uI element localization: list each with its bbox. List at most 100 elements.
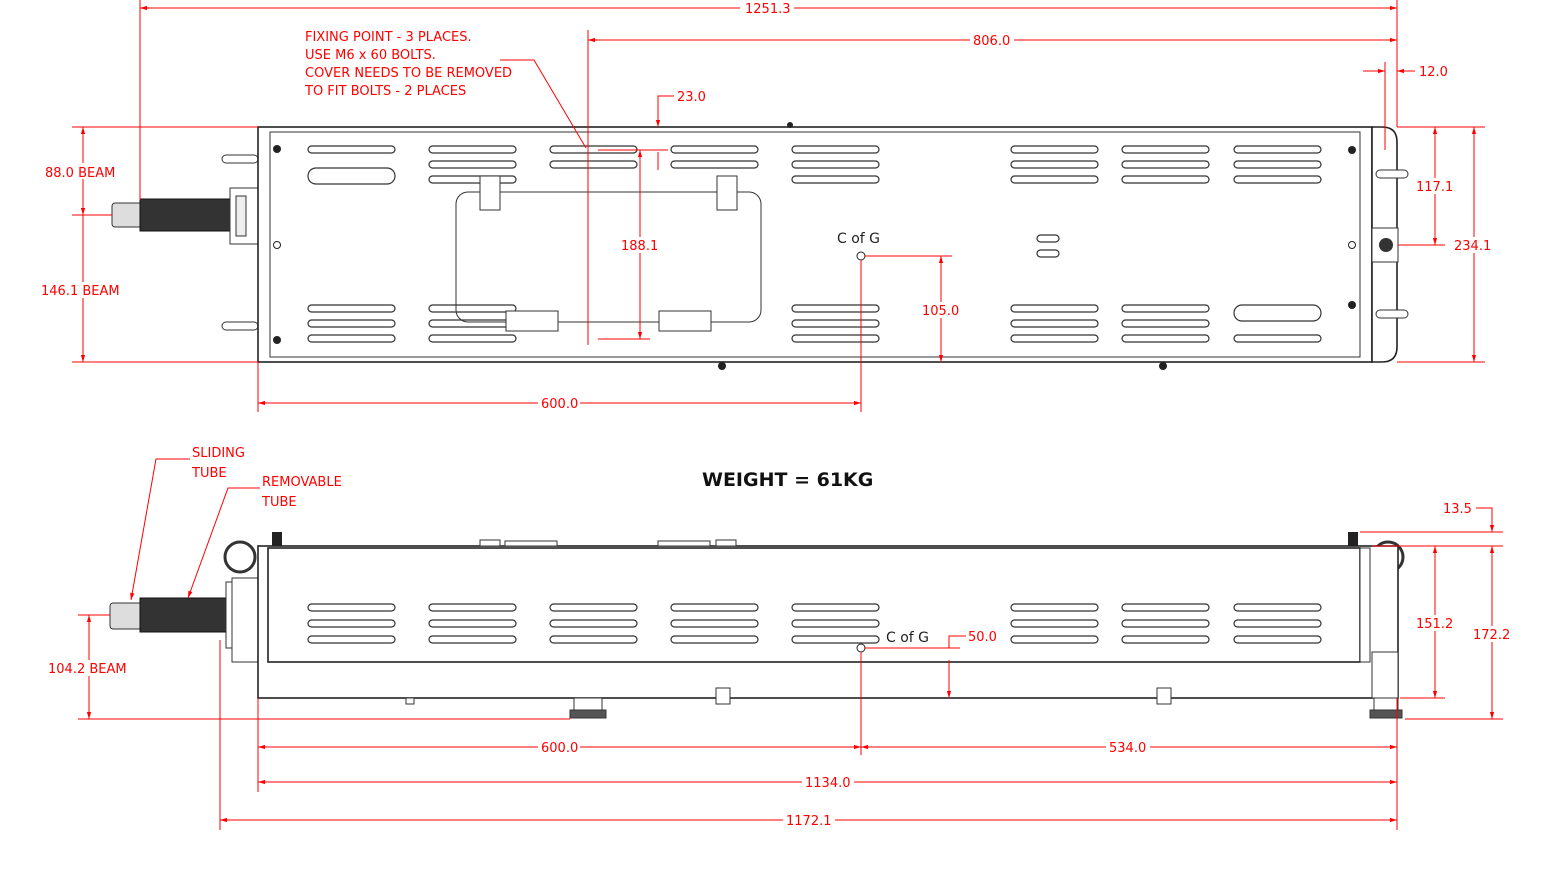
vent-slot xyxy=(307,603,396,612)
note-line: USE M6 x 60 BOLTS. xyxy=(305,48,436,63)
vent-slot xyxy=(428,319,517,328)
note-line: TO FIT BOLTS - 2 PLACES xyxy=(304,84,466,99)
tube-side xyxy=(109,577,271,663)
vent-slot xyxy=(1233,145,1322,154)
vent-slot xyxy=(1121,145,1210,154)
vent-slot xyxy=(428,304,517,313)
vent-slot xyxy=(428,175,517,184)
note-line: FIXING POINT - 3 PLACES. xyxy=(305,30,472,45)
vent-slot xyxy=(791,635,880,644)
vent-slot xyxy=(670,603,759,612)
vent-slot xyxy=(1010,175,1099,184)
vent-slot xyxy=(1233,175,1322,184)
dim-width: 234.1 xyxy=(1454,239,1491,254)
top-view: C of G 1251.3 806.0 12.0 23.0 FIXING POI… xyxy=(38,0,1492,412)
vent-slot xyxy=(1233,635,1322,644)
vent-slot xyxy=(1010,603,1099,612)
vent-slot xyxy=(1121,619,1210,628)
vent-slot xyxy=(1233,334,1322,343)
vent-slot xyxy=(1010,635,1099,644)
vent-slot xyxy=(307,334,396,343)
dim-half-width: 117.1 xyxy=(1416,180,1453,195)
vent-slot xyxy=(307,304,396,313)
dim-height-inner: 151.2 xyxy=(1416,617,1453,632)
vent-slot xyxy=(1121,319,1210,328)
vent-slot xyxy=(428,635,517,644)
callout-removable-1: REMOVABLE xyxy=(262,475,342,490)
vent-slot xyxy=(1010,334,1099,343)
vent-slot xyxy=(791,334,880,343)
side-view: C of G SLIDING TUBE REMOVABLE TUBE 13.5 … xyxy=(45,446,1512,830)
vent-slot xyxy=(1233,603,1322,612)
dim-top-offset: 13.5 xyxy=(1443,502,1472,517)
vent-slot xyxy=(791,603,880,612)
vent-slot xyxy=(549,635,638,644)
dim-fixing-span: 188.1 xyxy=(621,239,658,254)
vent-slot xyxy=(670,145,759,154)
vent-slot xyxy=(1121,175,1210,184)
vent-slot xyxy=(428,145,517,154)
access-cover xyxy=(455,191,762,323)
vent-slot xyxy=(1233,304,1322,322)
vent-slot xyxy=(791,619,880,628)
vent-slot xyxy=(791,319,880,328)
dim-overall-length-side: 1172.1 xyxy=(786,814,832,829)
vent-slot xyxy=(307,635,396,644)
dim-beam-side: 104.2 BEAM xyxy=(48,662,127,677)
dim-cog-x-side: 600.0 xyxy=(541,741,578,756)
fixing-note: FIXING POINT - 3 PLACES. USE M6 x 60 BOL… xyxy=(304,30,512,99)
callout-sliding-2: TUBE xyxy=(191,466,227,481)
vent-slot xyxy=(791,175,880,184)
cog-label-side: C of G xyxy=(886,630,929,646)
callout-removable-2: TUBE xyxy=(261,495,297,510)
vent-slot xyxy=(549,603,638,612)
vent-slot xyxy=(307,319,396,328)
vent-slot xyxy=(1121,635,1210,644)
vent-slot xyxy=(428,334,517,343)
vent-slot xyxy=(307,619,396,628)
vent-slot xyxy=(1010,160,1099,169)
dim-fixing-offset: 806.0 xyxy=(973,34,1010,49)
dim-cog-to-end: 534.0 xyxy=(1109,741,1146,756)
dim-end-offset: 12.0 xyxy=(1419,65,1448,80)
vent-slot xyxy=(1010,319,1099,328)
vent-slot xyxy=(428,160,517,169)
cog-label-top: C of G xyxy=(837,231,880,247)
weight-label: WEIGHT = 61KG xyxy=(702,469,873,491)
note-line: COVER NEEDS TO BE REMOVED xyxy=(305,66,512,81)
vent-slot xyxy=(1233,619,1322,628)
vent-slot xyxy=(1010,304,1099,313)
vent-slot xyxy=(549,160,638,169)
tube-top xyxy=(111,154,259,331)
vent-slot xyxy=(1121,304,1210,313)
vent-slot xyxy=(1121,160,1210,169)
vent-slot xyxy=(791,160,880,169)
dim-cog-height: 50.0 xyxy=(968,630,997,645)
vent-slot xyxy=(670,160,759,169)
dim-beam-upper: 88.0 BEAM xyxy=(45,166,115,181)
dim-edge-offset: 23.0 xyxy=(677,90,706,105)
callout-sliding-1: SLIDING xyxy=(192,446,245,461)
dim-body-length: 1134.0 xyxy=(805,776,851,791)
vent-slot xyxy=(1010,145,1099,154)
vent-slot xyxy=(670,619,759,628)
vent-slot xyxy=(1121,334,1210,343)
vent-slots-top xyxy=(307,145,1322,343)
vent-slots-side xyxy=(307,603,1322,644)
vent-slot xyxy=(670,635,759,644)
vent-slot xyxy=(791,145,880,154)
vent-slot xyxy=(1010,619,1099,628)
vent-slot xyxy=(791,304,880,313)
vent-slot xyxy=(307,145,396,154)
vent-slot xyxy=(549,619,638,628)
vent-slot xyxy=(428,619,517,628)
vent-slot xyxy=(307,167,396,185)
dim-overall-length-top: 1251.3 xyxy=(745,2,791,17)
dim-cog-x-top: 600.0 xyxy=(541,397,578,412)
vent-slot xyxy=(1121,603,1210,612)
vent-slot xyxy=(428,603,517,612)
dim-height-total: 172.2 xyxy=(1473,628,1510,643)
dim-cog-y: 105.0 xyxy=(922,304,959,319)
dim-beam-lower: 146.1 BEAM xyxy=(41,284,120,299)
